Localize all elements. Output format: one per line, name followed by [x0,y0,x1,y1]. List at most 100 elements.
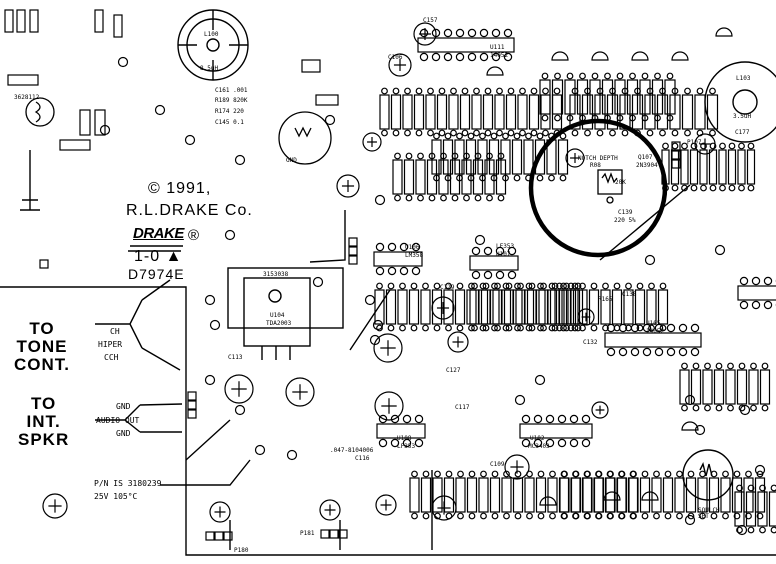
resistor-pad [473,87,480,95]
resistor-pad [415,87,423,95]
ic-pin-pad [471,270,481,280]
header-pad [187,391,197,401]
resistor-body [697,477,708,513]
via-pad [369,334,381,346]
ic-pin-pad [751,300,761,310]
via-pad [209,319,221,331]
label-c157: C157 [423,17,438,24]
resistor-pad [422,470,430,478]
resistor-body [661,149,670,185]
resistor-pad [536,132,544,140]
inductor-l100-value: 8.5uH [200,65,219,72]
ic-pin-pad [678,347,688,357]
resistor-pad [648,324,655,332]
resistor-body [535,289,546,325]
via-pad [312,276,324,288]
inductor-l103-ref: L103 [736,75,751,82]
ic-u104-type: TDA2003 [266,320,292,327]
resistor-pad [411,470,418,478]
resistor-pad [559,132,567,140]
ic-u108-type: LF353 [397,443,416,450]
resistor-body [606,94,619,130]
resistor-body [559,477,570,513]
resistor-pad [433,324,441,332]
transistor-outline [671,51,689,61]
ic-pin-pad [491,28,501,38]
resistor-pad [681,184,688,192]
resistor-pad [653,470,660,478]
resistor-body [402,94,413,130]
regulator-part: 3153038 [263,271,289,278]
electrolytic-capacitor [336,174,360,198]
resistor-pad [505,282,513,290]
resistor-pad [484,129,492,137]
resistor-pad [671,142,679,150]
electrolytic-capacitor [431,296,455,320]
resistor-body [628,477,639,513]
resistor-body [397,289,408,325]
ic-pin-pad [479,28,489,38]
resistor-pad [467,174,475,182]
resistor-body [558,477,570,513]
resistor-body [631,94,644,130]
electrolytic-capacitor [375,494,397,516]
header-pad [671,141,681,151]
ic-pin-pad [455,28,465,38]
inductor-l100 [177,9,249,81]
ic-pin-pad [606,347,616,357]
resistor-body [565,289,577,325]
spkr-leader [95,403,183,433]
resistor-pad [659,324,667,332]
ic-pin-pad [399,242,409,252]
resistor-pad [479,282,487,290]
resistor-body [523,139,534,175]
via-pad [739,404,751,416]
resistor-pad [630,512,637,520]
resistor-pad [491,282,498,290]
resistor-body [465,139,477,175]
via-pad [694,424,706,436]
resistor-body [570,477,581,513]
capacitor-polarity-mark [380,499,392,511]
capacitor-polarity-mark [418,27,432,41]
resistor-pad [468,282,475,290]
resistor-pad [727,362,734,370]
transistor-outline [715,27,733,37]
label-3628112: 3628112 [14,94,40,101]
resistor-pad [709,87,716,95]
resistor-pad [602,324,609,332]
notch-depth-highlight [528,118,668,258]
spkr-pin-gnd-1: GND [116,402,131,411]
c116-note: .047-8104006 [330,447,374,454]
ic-pin-pad [378,438,388,448]
resistor-body [708,477,720,513]
copyright-year: © 1991, [148,180,212,197]
resistor-body [745,491,757,527]
resistor-pad [486,194,493,202]
resistor-pad [525,174,532,182]
resistor-body [390,94,402,130]
via-pad [286,449,298,461]
resistor-pad [560,324,567,332]
resistor-pad [699,470,706,478]
resistor-body [420,289,431,325]
resistor-pad [574,282,582,290]
resistor-pad [422,512,430,520]
resistor-pad [595,512,603,520]
resistor-pad [733,512,741,520]
drawing-number: D7974E [128,266,185,282]
ic-pin-pad [479,52,489,62]
label-c113: C113 [228,354,243,361]
ic-pin-pad [378,414,388,424]
resistor-pad [572,512,580,520]
resistor-pad [548,324,556,332]
resistor-pad [496,87,503,95]
resistor-body [477,139,488,175]
via-pad [684,394,696,406]
resistor-body [420,477,432,513]
resistor-pad [502,132,509,140]
resistor-pad [704,404,711,412]
resistor-pad [618,470,626,478]
dip-ic-body [376,423,426,439]
